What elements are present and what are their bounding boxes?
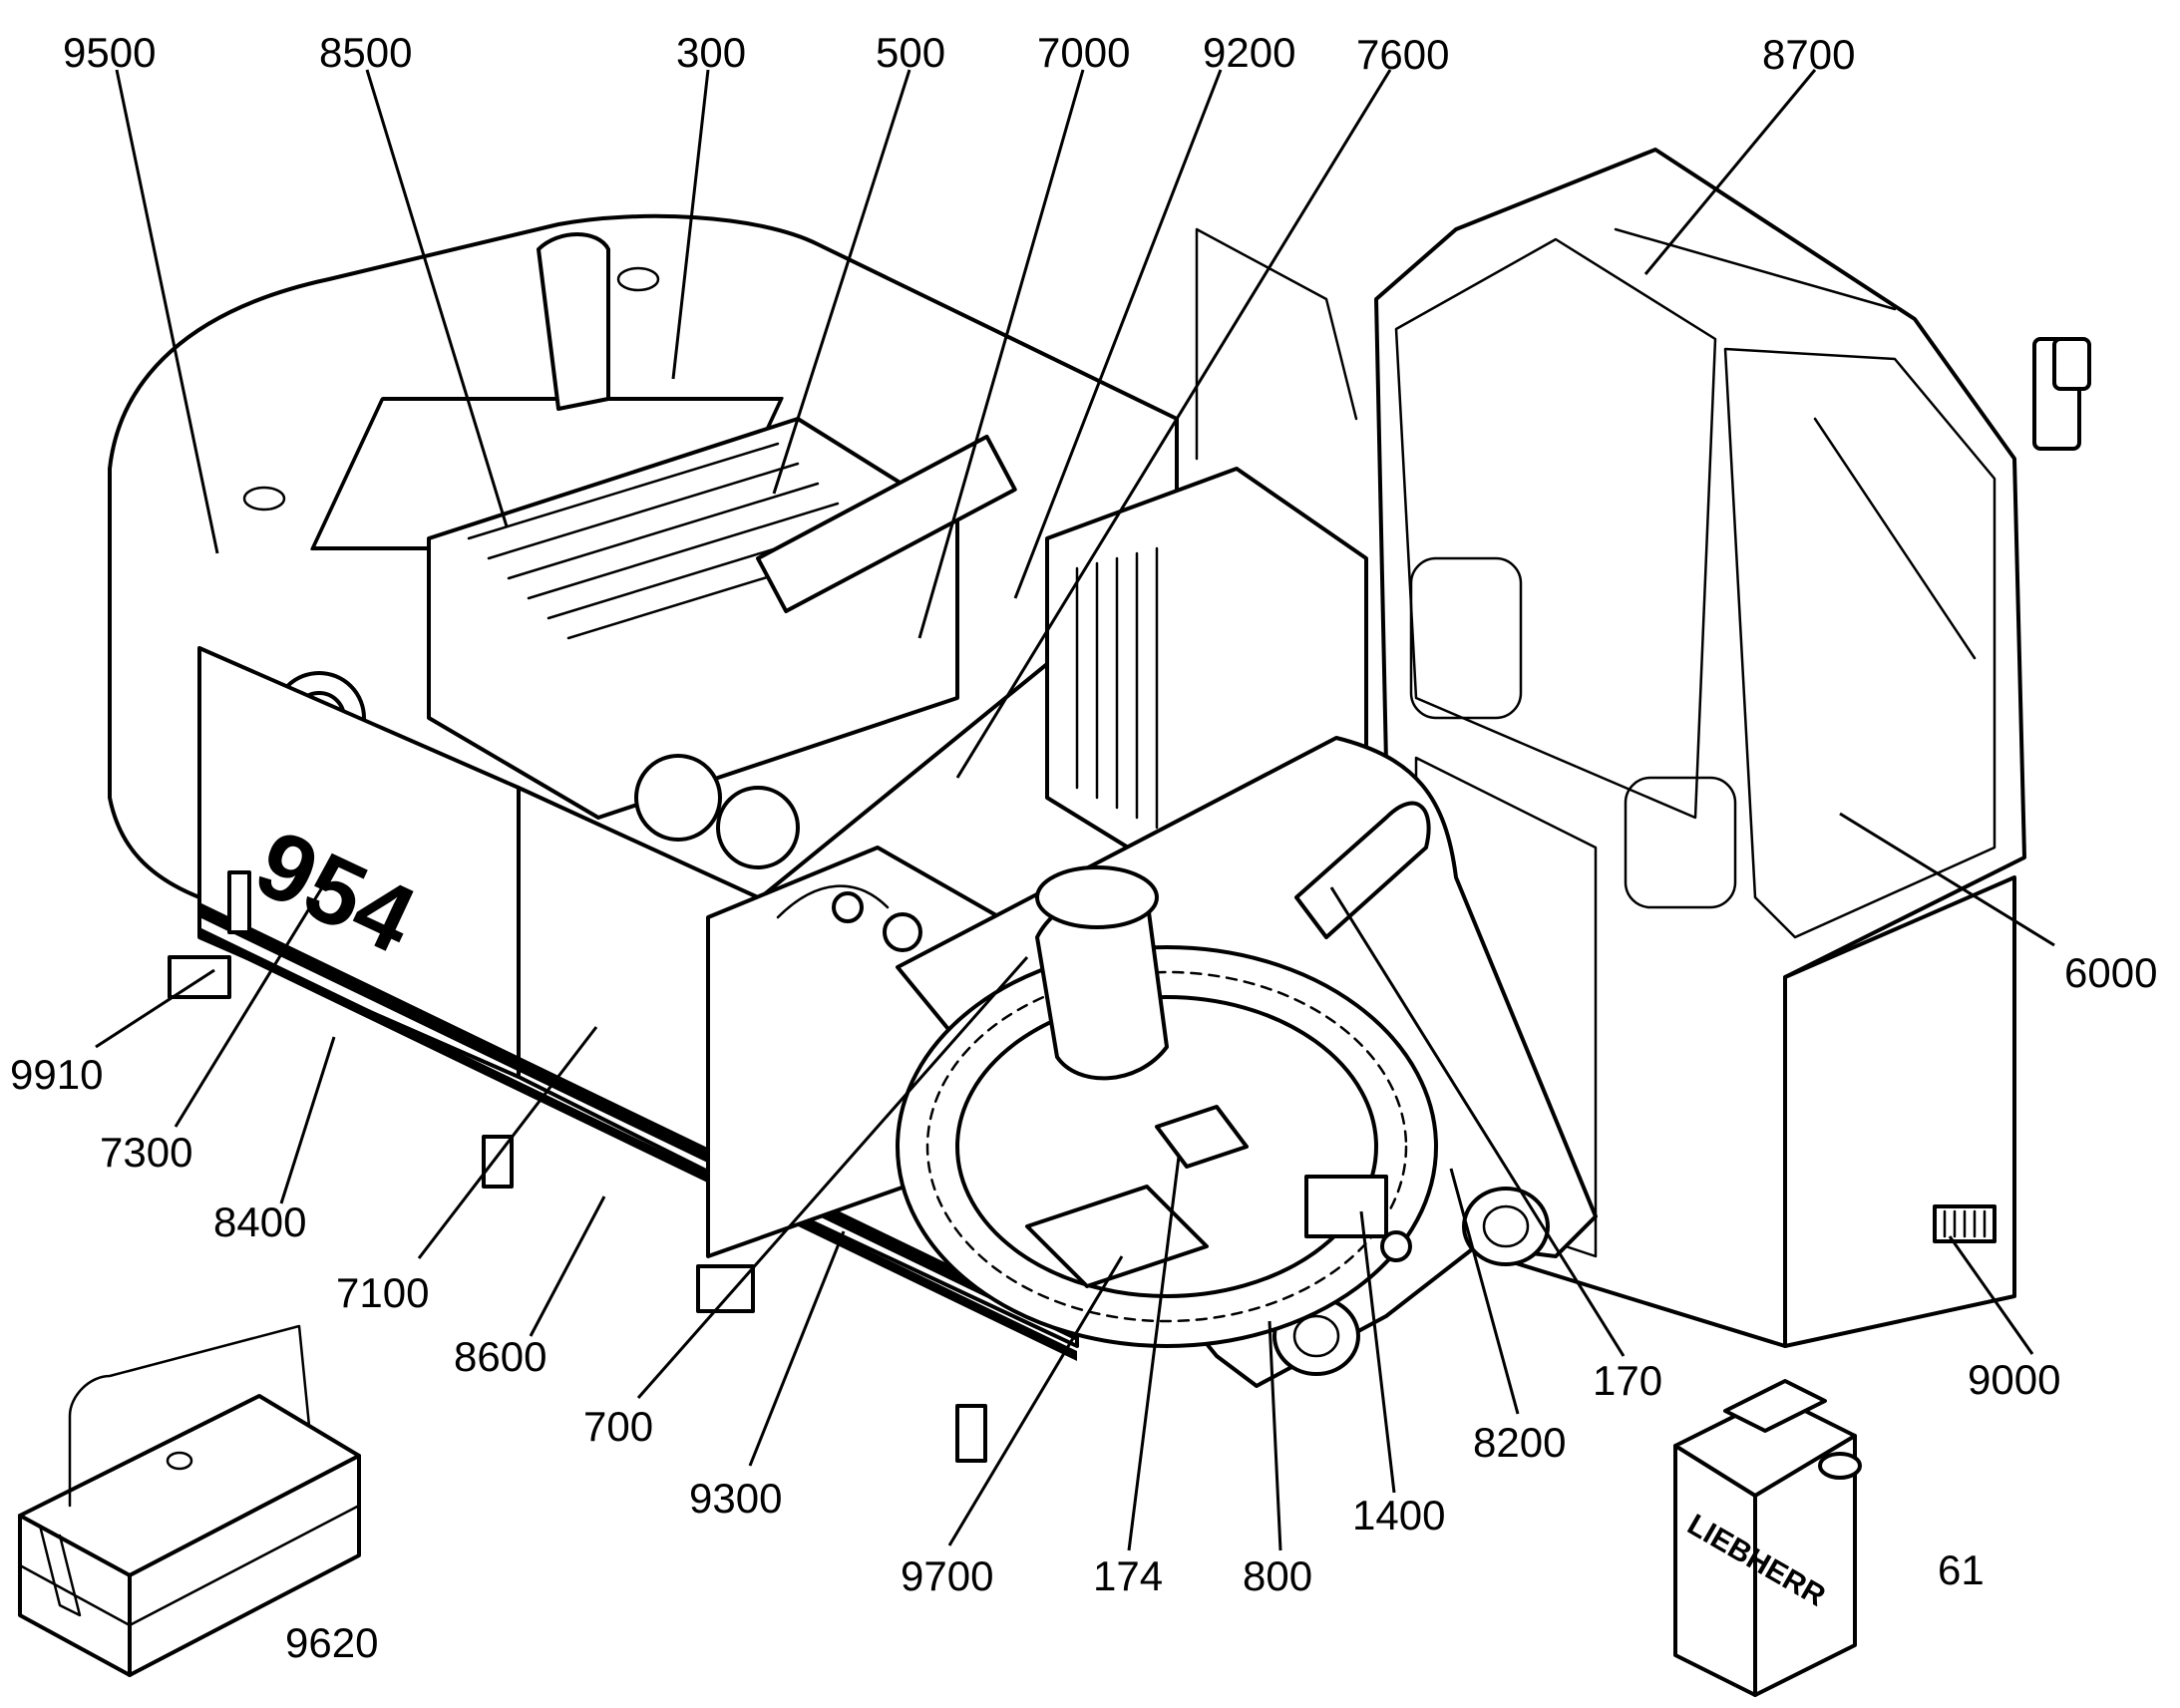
leader-800 xyxy=(1268,1320,1282,1551)
leader-7000 xyxy=(917,69,1085,639)
callout-9000: 9000 xyxy=(1968,1356,2060,1403)
callout-9300: 9300 xyxy=(689,1475,782,1522)
callout-8400: 8400 xyxy=(213,1198,306,1245)
callout-6000: 6000 xyxy=(2064,949,2157,996)
callout-500: 500 xyxy=(876,29,945,76)
leader-8600 xyxy=(529,1196,606,1337)
callout-9700: 9700 xyxy=(901,1552,993,1599)
leader-9000 xyxy=(1948,1235,2034,1355)
slewing-ring xyxy=(896,865,1438,1348)
leader-8200 xyxy=(1449,1168,1520,1415)
toolbox xyxy=(18,1324,361,1677)
leader-170 xyxy=(1329,886,1626,1357)
leader-9910 xyxy=(95,968,215,1049)
callout-170: 170 xyxy=(1593,1357,1662,1404)
callout-7100: 7100 xyxy=(336,1269,429,1316)
leader-7100 xyxy=(417,1026,598,1259)
leader-lines xyxy=(95,69,2055,1551)
callout-61: 61 xyxy=(1938,1546,1985,1593)
leader-500 xyxy=(772,69,911,495)
leader-174 xyxy=(1127,1156,1181,1551)
mounting-tabs xyxy=(168,955,987,1463)
callout-700: 700 xyxy=(583,1403,653,1450)
machine-artwork: 954 xyxy=(18,148,2091,1697)
fuel-canister: LIEBHERR xyxy=(1673,1379,1862,1697)
callout-9910: 9910 xyxy=(10,1051,103,1098)
leader-9200 xyxy=(1013,69,1223,599)
leader-8500 xyxy=(365,69,509,527)
callout-7300: 7300 xyxy=(100,1129,192,1176)
leader-9300 xyxy=(748,1230,846,1467)
leader-6000 xyxy=(1839,812,2055,947)
callout-800: 800 xyxy=(1243,1552,1312,1599)
callout-1400: 1400 xyxy=(1352,1492,1445,1538)
callout-9620: 9620 xyxy=(285,1619,378,1666)
operator-cab xyxy=(1374,148,2091,1348)
leader-300 xyxy=(671,69,710,380)
leader-1400 xyxy=(1359,1210,1396,1494)
leader-8700 xyxy=(1643,69,1817,275)
callout-8500: 8500 xyxy=(319,29,412,76)
leader-700 xyxy=(636,956,1029,1399)
leader-9700 xyxy=(947,1255,1124,1546)
leader-8400 xyxy=(279,1036,336,1204)
callout-8700: 8700 xyxy=(1762,31,1855,78)
callout-300: 300 xyxy=(676,29,746,76)
callout-8600: 8600 xyxy=(454,1333,546,1380)
callout-8200: 8200 xyxy=(1473,1419,1566,1466)
callout-9200: 9200 xyxy=(1203,29,1295,76)
callout-7600: 7600 xyxy=(1356,31,1449,78)
callout-9500: 9500 xyxy=(63,29,156,76)
callout-labels: 9500 8500 300 500 7000 9200 7600 8700 60… xyxy=(10,29,2157,1666)
leader-7300 xyxy=(174,878,329,1128)
callout-7000: 7000 xyxy=(1037,29,1130,76)
callout-174: 174 xyxy=(1093,1552,1163,1599)
leader-9500 xyxy=(115,69,219,554)
leader-7600 xyxy=(955,69,1392,779)
